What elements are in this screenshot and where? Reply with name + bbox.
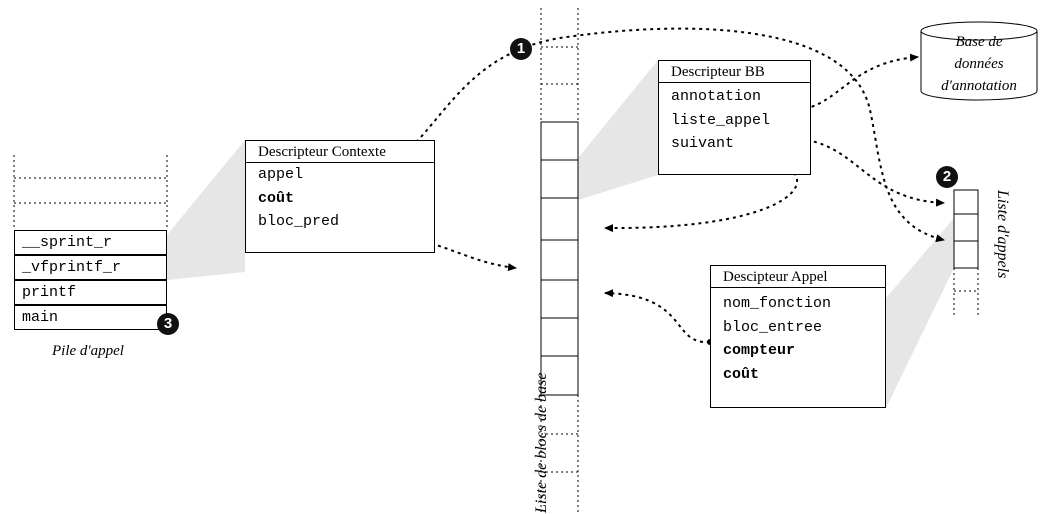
bb-cell-2 bbox=[540, 159, 579, 199]
stack-frame-main: main bbox=[14, 305, 167, 330]
marker-1-icon: 1 bbox=[510, 38, 532, 60]
field-cout: coût bbox=[258, 189, 295, 207]
db-line-3: d'annotation bbox=[941, 78, 1017, 94]
annotation-db-label: Base de données d'annotation bbox=[921, 31, 1037, 97]
bb-descriptor-title: Descripteur BB bbox=[659, 61, 810, 83]
field-bloc-pred: bloc_pred bbox=[258, 213, 340, 230]
stack-frame-sprint-r: __sprint_r bbox=[14, 230, 167, 255]
context-zoom-wedge bbox=[167, 140, 245, 280]
context-descriptor: Descripteur Contexte appel coût bloc_pre… bbox=[245, 140, 435, 253]
call-stack-caption: Pile d'appel bbox=[52, 343, 124, 359]
arrow-bloc-entree bbox=[604, 289, 711, 344]
bb-cell-7 bbox=[540, 355, 579, 396]
bb-cell-1 bbox=[540, 121, 579, 161]
field-cout-appel: coût bbox=[723, 365, 760, 383]
call-stack-frame bbox=[13, 155, 168, 230]
context-descriptor-title: Descripteur Contexte bbox=[246, 141, 434, 163]
field-compteur: compteur bbox=[723, 342, 796, 359]
call-descriptor-title: Descipteur Appel bbox=[711, 266, 885, 288]
field-liste-appel: liste_appel bbox=[671, 111, 771, 129]
bb-zoom-wedge bbox=[578, 60, 658, 200]
call-cell-2 bbox=[953, 213, 979, 242]
arrow-annotation-db bbox=[797, 53, 919, 111]
database-cylinder bbox=[920, 21, 1038, 101]
field-appel: appel bbox=[258, 166, 304, 183]
bb-cell-3 bbox=[540, 197, 579, 241]
bb-descriptor: Descripteur BB annotation liste_appel su… bbox=[658, 60, 811, 175]
arrow-liste-appel bbox=[806, 139, 945, 207]
field-suivant: suivant bbox=[671, 135, 735, 152]
bb-cell-5 bbox=[540, 279, 579, 319]
stack-frame-printf: printf bbox=[14, 280, 167, 305]
bb-cell-4 bbox=[540, 239, 579, 281]
bb-cell-6 bbox=[540, 317, 579, 357]
field-annotation: annotation bbox=[671, 88, 762, 105]
call-descriptor: Descipteur Appel nom_fonction bloc_entre… bbox=[710, 265, 886, 408]
bb-list-label: Liste de blocs de base bbox=[533, 372, 550, 513]
marker-3-icon: 3 bbox=[157, 313, 179, 335]
call-list-label: Liste d'appels bbox=[994, 190, 1011, 279]
call-cell-3 bbox=[953, 240, 979, 269]
basic-block-list bbox=[540, 8, 579, 514]
call-cell-1 bbox=[953, 189, 979, 215]
stack-frame-vfprintf-r: _vfprintf_r bbox=[14, 255, 167, 280]
field-nom-fonction: nom_fonction bbox=[723, 295, 832, 312]
call-zoom-wedge bbox=[886, 218, 954, 408]
call-list bbox=[953, 189, 979, 318]
marker-2-icon: 2 bbox=[936, 166, 958, 188]
db-line-2: données bbox=[954, 56, 1004, 72]
db-line-1: Base de bbox=[955, 34, 1003, 50]
field-bloc-entree: bloc_entree bbox=[723, 318, 823, 336]
